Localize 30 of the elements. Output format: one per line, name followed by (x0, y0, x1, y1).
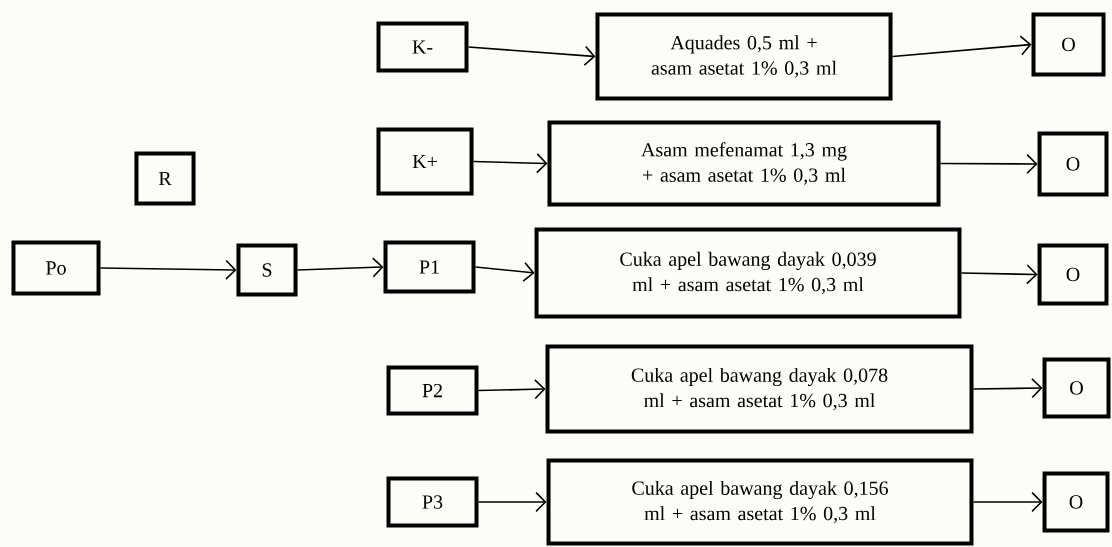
arrow (296, 257, 384, 278)
group-box: O (1042, 471, 1110, 533)
treatment-box: Cuka apel bawang dayak 0,156 ml + asam asetat 1% 0,3 ml (546, 458, 974, 546)
arrow (477, 491, 547, 513)
group-box: O (1037, 131, 1109, 197)
arrow (472, 153, 548, 174)
arrow (972, 491, 1043, 513)
treatment-box: Cuka apel bawang dayak 0,078 ml + asam asetat 1% 0,3 ml (545, 344, 974, 434)
group-box: K+ (376, 127, 474, 196)
arrow (99, 259, 237, 280)
group-box: S (236, 243, 298, 297)
group-box: P1 (383, 240, 476, 294)
group-box: P2 (386, 365, 479, 416)
arrow (477, 379, 546, 400)
arrow (891, 35, 1032, 58)
group-box: R (134, 151, 196, 206)
treatment-box: Asam mefenamat 1,3 mg + asam asetat 1% 0,3 ml (547, 120, 941, 207)
arrow (474, 261, 535, 283)
arrow (467, 45, 596, 66)
group-box: K- (376, 21, 469, 73)
arrow (939, 153, 1038, 175)
group-box: O (1042, 357, 1111, 419)
arrow (960, 264, 1038, 285)
group-box: O (1031, 12, 1106, 77)
group-box: O (1037, 243, 1109, 306)
group-box: P3 (386, 476, 479, 528)
treatment-box: Aquades 0,5 ml + asam asetat 1% 0,3 ml (595, 12, 893, 101)
arrow (972, 378, 1043, 399)
group-box: Po (11, 240, 101, 296)
treatment-box: Cuka apel bawang dayak 0,039 ml + asam asetat 1% 0,3 ml (534, 227, 962, 319)
